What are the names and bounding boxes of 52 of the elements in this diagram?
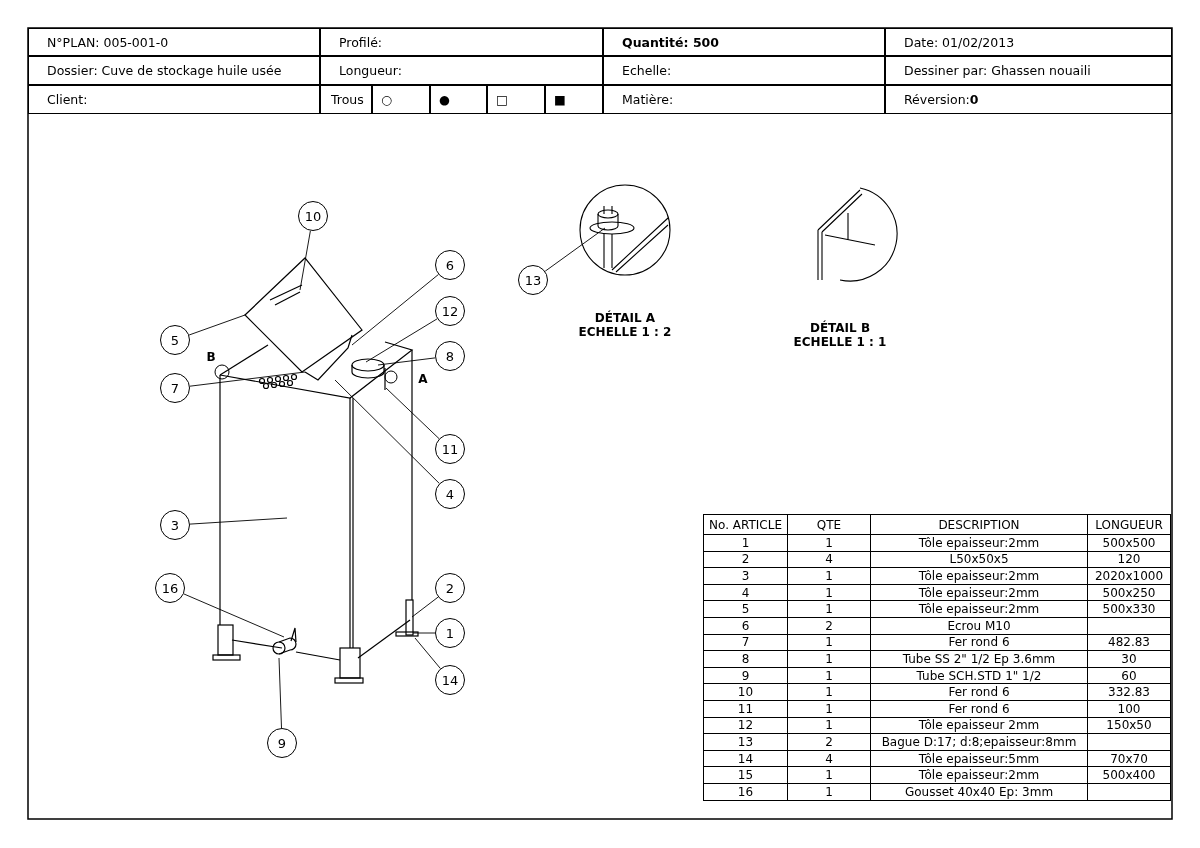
title-block-text: Quantité: 500	[622, 34, 719, 50]
leader-line	[278, 657, 282, 729]
callout-number: 3	[160, 510, 190, 540]
leader-line	[299, 230, 311, 291]
column-header: LONGUEUR	[1087, 514, 1171, 535]
title-block-text: Client:	[47, 92, 88, 107]
title-block-text: N°PLAN: 005-001-0	[47, 34, 169, 50]
leader-line	[377, 357, 436, 366]
leader-line	[414, 637, 441, 669]
leader-line	[351, 274, 439, 346]
hole-symbol: ●	[439, 92, 450, 107]
callout-number: 10	[298, 201, 328, 231]
detail-letter: A	[417, 372, 429, 386]
leader-line	[334, 379, 440, 484]
leader-line	[365, 318, 438, 363]
callout-number: 6	[435, 250, 465, 280]
leader-line	[385, 387, 440, 440]
title-block-text: Trous	[331, 92, 364, 107]
detail-title: DÉTAIL B ECHELLE 1 : 1	[792, 321, 888, 349]
title-block-text: Matière:	[622, 92, 674, 107]
leader-line	[189, 517, 288, 525]
leader-line	[411, 596, 439, 618]
callout-number: 16	[155, 573, 185, 603]
callout-number: 2	[435, 573, 465, 603]
callout-number: 8	[435, 341, 465, 371]
leader-line	[183, 593, 285, 638]
leader-line	[544, 227, 606, 272]
hole-symbol: □	[496, 92, 508, 107]
table-cell: 16	[703, 783, 788, 801]
detail-title: DÉTAIL A ECHELLE 1 : 2	[577, 311, 673, 339]
hole-symbol: ○	[381, 92, 392, 107]
hole-symbol: ■	[554, 92, 566, 107]
callout-number: 1	[435, 618, 465, 648]
title-block-text: Echelle:	[622, 63, 672, 78]
title-block-text: Longueur:	[339, 63, 402, 78]
callout-number: 9	[267, 728, 297, 758]
callout-number: 14	[435, 665, 465, 695]
title-block-text: Réversion:0	[904, 92, 979, 107]
detail-letter: B	[205, 350, 217, 364]
callout-number: 4	[435, 479, 465, 509]
callout-number: 12	[435, 296, 465, 326]
title-block-text: Date: 01/02/2013	[904, 34, 1015, 50]
leader-line	[188, 314, 246, 336]
title-block-text: Dessiner par: Ghassen nouaili	[904, 63, 1091, 78]
callout-number: 11	[435, 434, 465, 464]
leader-line	[412, 632, 436, 634]
callout-number: 13	[518, 265, 548, 295]
callout-number: 7	[160, 373, 190, 403]
leader-line	[189, 371, 306, 387]
title-block-text: Dossier: Cuve de stockage huile usée	[47, 63, 282, 78]
callout-number: 5	[160, 325, 190, 355]
title-block-text: Profilé:	[339, 34, 383, 50]
